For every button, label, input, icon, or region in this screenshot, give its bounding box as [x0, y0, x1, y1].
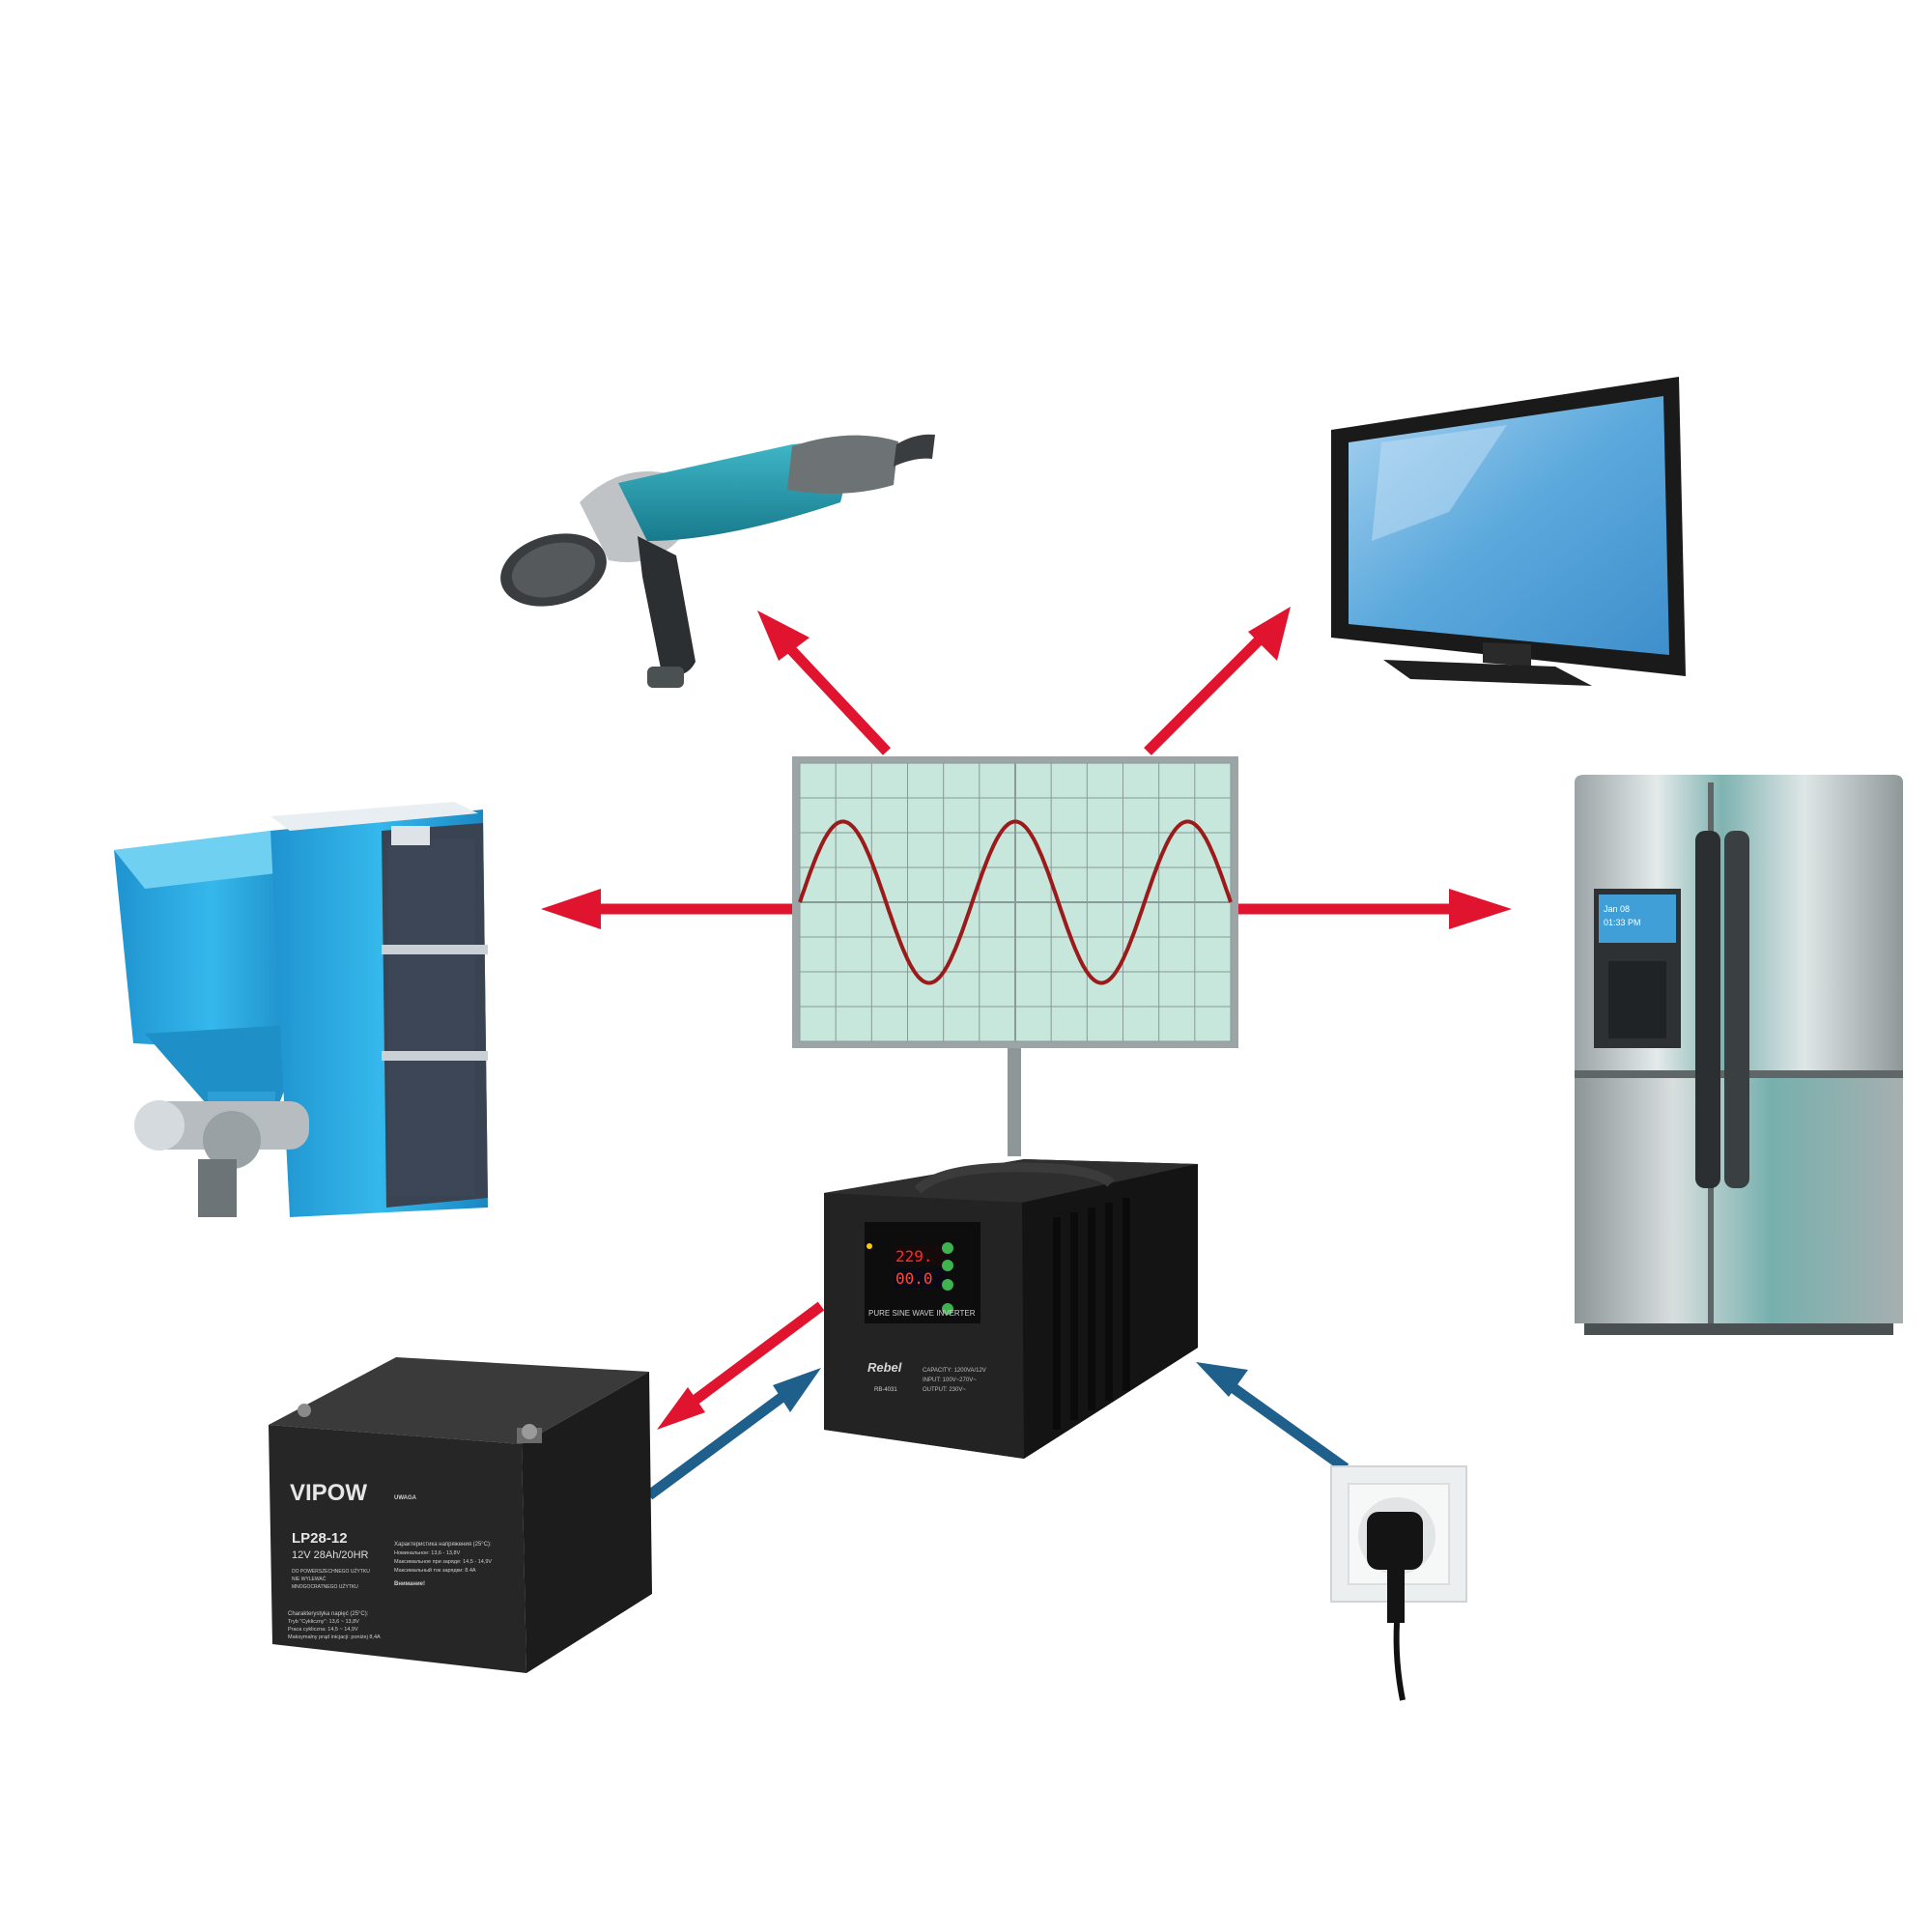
battery-char-1: Tryb "Cykliczny": 13,6 ~ 13,8V	[288, 1619, 359, 1625]
arrow-to-grinder	[757, 611, 892, 755]
battery-char-2: Praca cykliczna: 14,5 ~ 14,9V	[288, 1627, 358, 1633]
inverter-spec-capacity: CAPACITY: 1200VA/12V	[923, 1368, 986, 1374]
battery-ru-2: Максимальное при заряде: 14,5 - 14,9V	[394, 1559, 492, 1565]
inverter-icon	[824, 1159, 1198, 1459]
fridge-date: Jan 08	[1604, 904, 1630, 914]
inverter-spec-output: OUTPUT: 230V~	[923, 1387, 966, 1393]
scope-stand	[1008, 1048, 1021, 1156]
battery-char-title: Charakterystyka napięć (25°C):	[288, 1611, 369, 1617]
inverter-brand: Rebel	[867, 1360, 902, 1375]
arrow-inverter-to-battery	[657, 1301, 825, 1430]
vent-grille	[1053, 1198, 1130, 1430]
arrow-to-tv	[1144, 607, 1291, 755]
scope-grid	[799, 762, 1232, 1042]
angle-grinder-icon	[500, 434, 935, 688]
battery-spec: 12V 28Ah/20HR	[292, 1549, 369, 1561]
battery-ru-warning: Внимание!	[394, 1581, 425, 1587]
refrigerator-icon	[1575, 775, 1903, 1335]
inverter-panel-label: PURE SINE WAVE INVERTER	[868, 1309, 976, 1318]
battery-model: LP28-12	[292, 1530, 348, 1547]
battery-warning-title: UWAGA	[394, 1495, 417, 1501]
battery-ru-title: Характеристика напряжения (25°C):	[394, 1542, 492, 1548]
battery-icon	[269, 1357, 652, 1673]
inverter-model: RB-4031	[874, 1387, 897, 1393]
battery-ru-1: Номинальное: 13,6 - 13,8V	[394, 1550, 461, 1556]
battery-brand: VIPOW	[290, 1480, 367, 1506]
battery-labels: VIPOW LP28-12 12V 28Ah/20HR DO POWERSZEC…	[288, 1480, 492, 1640]
fridge-labels: Jan 08 01:33 PM	[1604, 904, 1641, 927]
pellet-boiler-icon	[114, 802, 488, 1217]
sine-wave	[798, 819, 1233, 985]
arrow-to-boiler	[541, 889, 796, 929]
inverter-current-readout: 00.0	[895, 1269, 933, 1288]
fridge-display	[1599, 895, 1676, 943]
inverter-voltage-readout: 229.	[895, 1247, 933, 1265]
television-icon	[1331, 377, 1686, 686]
arrow-battery-to-inverter	[645, 1368, 821, 1500]
inverter-spec-input: INPUT: 100V~270V~	[923, 1378, 977, 1383]
arrow-to-fridge	[1238, 889, 1512, 929]
arrow-socket-to-inverter	[1196, 1362, 1350, 1473]
oscilloscope-icon	[792, 756, 1238, 1156]
battery-note-1: DO POWERSZECHNEGO UŻYTKU	[292, 1568, 370, 1575]
fridge-time: 01:33 PM	[1604, 918, 1641, 927]
wall-socket-icon	[1330, 1465, 1467, 1701]
battery-note-2: NIE WYLEWAĆ	[292, 1576, 327, 1582]
battery-note-3: MNOGOCRATNEGO UŻYTKU	[292, 1583, 358, 1590]
inverter-labels: 229. 00.0 PURE SINE WAVE INVERTER Rebel …	[867, 1247, 986, 1393]
battery-ru-3: Максимальный ток зарядки: 8.4A	[394, 1567, 476, 1574]
battery-char-3: Maksymalny prąd inicjacji: poniżej 8,4A	[288, 1634, 381, 1640]
